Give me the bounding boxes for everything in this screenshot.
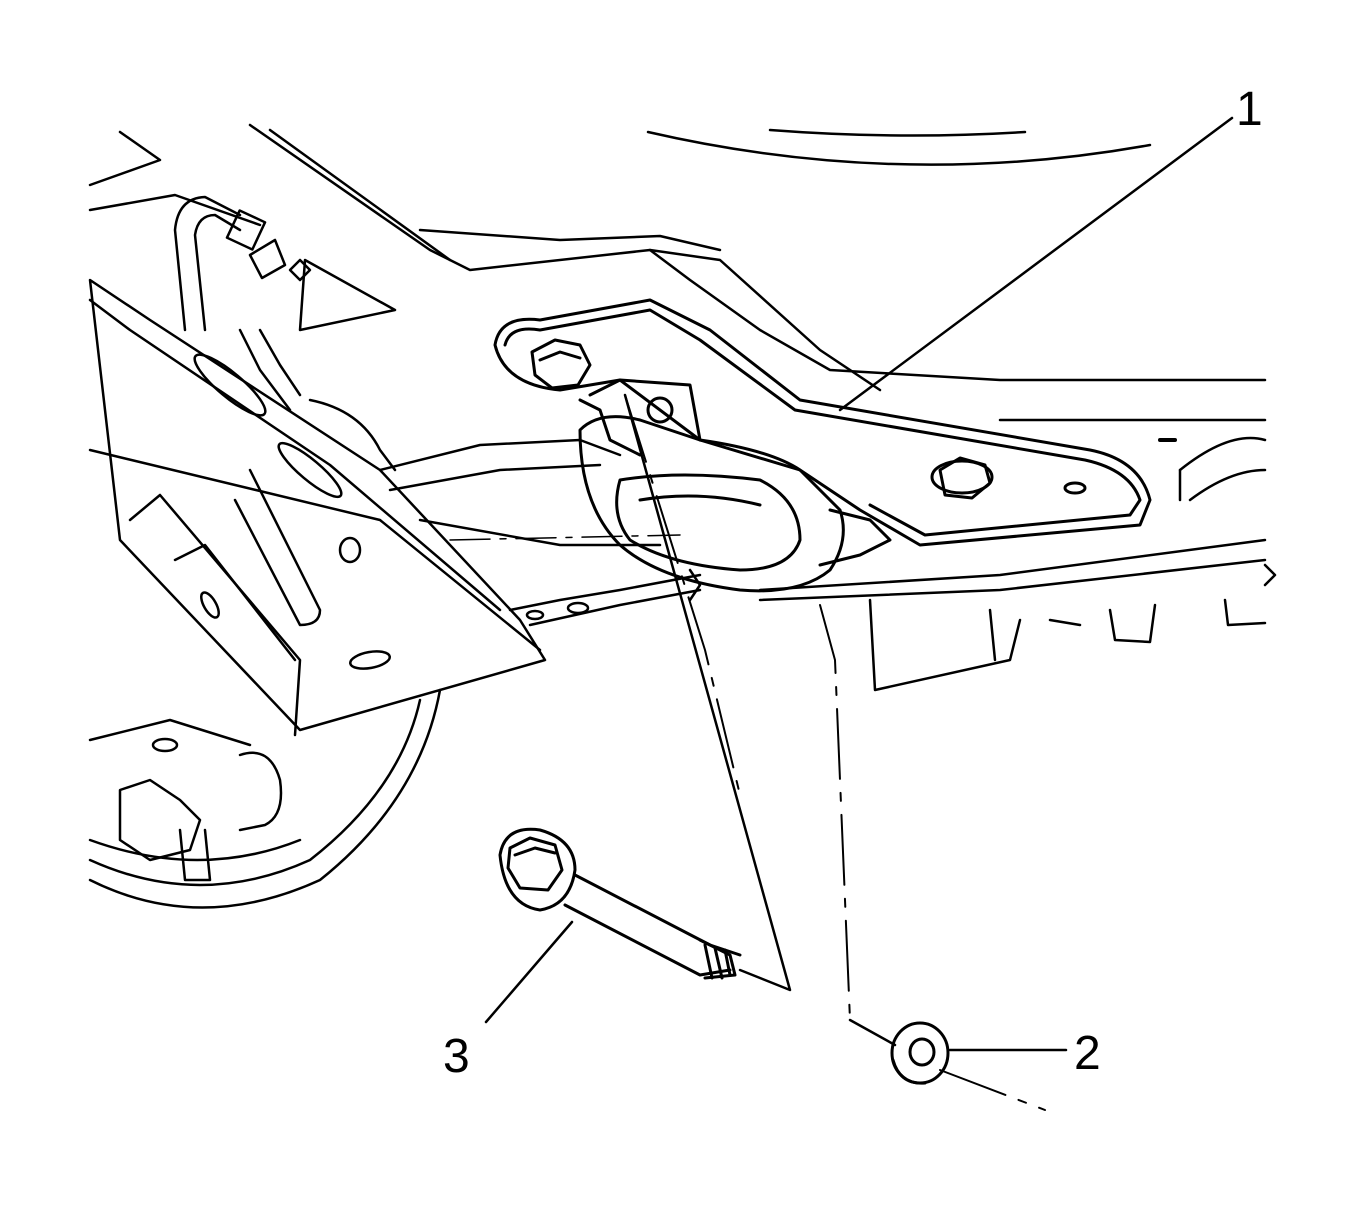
lower-frame	[758, 438, 1277, 692]
leader-line-3	[484, 920, 574, 1024]
bracket-bolt-head	[530, 338, 994, 500]
callout-label-1: 1	[1236, 83, 1263, 136]
callout-label-3: 3	[443, 1030, 470, 1083]
axle-beam	[378, 438, 702, 627]
spring-arcs	[646, 128, 1152, 166]
leader-line-1	[838, 116, 1234, 412]
callout-label-2: 2	[1074, 1027, 1101, 1080]
brake-line	[173, 195, 397, 412]
brake-drum	[88, 398, 442, 909]
body-panel-lines	[88, 123, 1267, 502]
bushing-bracket	[493, 298, 1152, 547]
trailing-arm	[88, 278, 547, 737]
bushing	[578, 415, 892, 602]
nut	[890, 1021, 950, 1085]
pivot-bolt	[498, 827, 742, 980]
leader-lines	[484, 116, 1234, 1052]
install-centerlines	[623, 393, 1046, 1111]
